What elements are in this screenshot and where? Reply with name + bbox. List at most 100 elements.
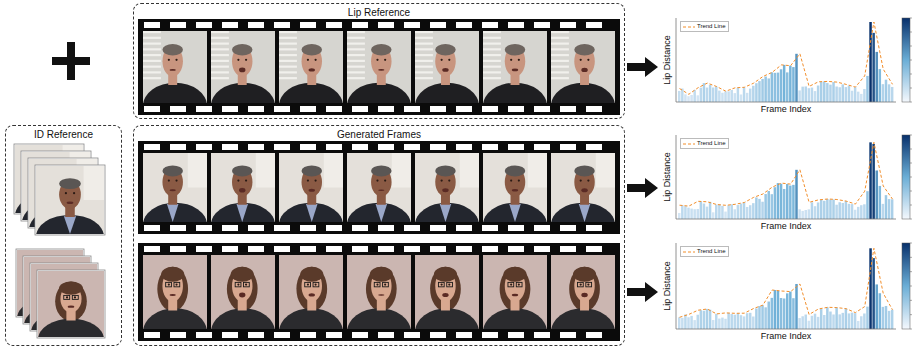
torso	[551, 203, 615, 222]
sprocket-hole	[144, 144, 160, 150]
bar	[724, 212, 726, 219]
box-heading: ID Reference	[6, 128, 121, 141]
window-blind	[211, 37, 229, 39]
bar	[709, 85, 711, 102]
eye	[245, 180, 247, 182]
bar	[882, 307, 884, 329]
group-box: Generated Frames	[133, 125, 625, 346]
sprocket-hole	[378, 225, 394, 231]
bar	[792, 298, 794, 329]
sprocket-hole	[196, 144, 212, 150]
bar	[857, 207, 859, 219]
hair	[371, 44, 391, 56]
mouth	[442, 188, 448, 192]
bar	[755, 197, 757, 219]
mouth	[309, 293, 315, 296]
sprocket-hole	[300, 144, 316, 150]
bar	[838, 87, 840, 102]
bar	[767, 191, 769, 219]
sprocket-hole	[274, 22, 290, 28]
bar	[885, 195, 887, 219]
sprocket-hole	[274, 144, 290, 150]
portrait	[483, 153, 547, 222]
sprocket-hole	[352, 225, 368, 231]
bar	[832, 82, 834, 102]
sprocket-hole	[300, 225, 316, 231]
window-blind	[483, 71, 501, 73]
mouth	[378, 190, 384, 191]
bar	[777, 291, 779, 329]
sprocket-hole	[534, 225, 550, 231]
torso	[415, 83, 479, 103]
bar	[771, 72, 773, 102]
sprocket-hole	[430, 332, 446, 338]
portrait	[143, 255, 207, 329]
colorbar-tick	[910, 149, 912, 150]
bar	[746, 313, 748, 329]
legend-sample	[683, 25, 695, 29]
bar	[798, 209, 800, 219]
hair	[435, 44, 455, 56]
axis-label: Lip Distance	[662, 35, 672, 85]
sprocket-hole	[534, 332, 550, 338]
sprocket-hole	[274, 106, 290, 112]
window-blind	[211, 54, 229, 56]
bar	[786, 293, 788, 329]
bar	[879, 186, 881, 219]
bar	[774, 187, 776, 219]
sprocket-hole	[274, 332, 290, 338]
portrait	[143, 153, 207, 222]
sprocket-hole	[404, 106, 420, 112]
torso	[415, 203, 479, 222]
window-blind	[211, 48, 229, 50]
eye	[384, 284, 386, 286]
legend-sample	[683, 142, 695, 146]
colorbar-tick	[910, 163, 912, 164]
torso	[279, 203, 343, 222]
window-blind	[483, 31, 501, 33]
bar	[758, 199, 760, 219]
hair	[371, 165, 391, 176]
bar	[848, 86, 850, 102]
colorbar-tick	[910, 286, 912, 287]
bar	[879, 293, 881, 329]
sprocket-hole	[534, 22, 550, 28]
sprocket-hole	[144, 106, 160, 112]
portrait	[551, 153, 615, 222]
bar	[814, 206, 816, 219]
window-blind	[279, 66, 297, 68]
torso	[279, 83, 343, 103]
bar	[709, 202, 711, 219]
sprocket-hole	[248, 225, 264, 231]
bar	[780, 298, 782, 329]
sprocket-hole	[456, 332, 472, 338]
glasses	[244, 282, 250, 286]
mouth	[378, 294, 384, 296]
torso	[551, 83, 615, 103]
eye	[376, 59, 378, 61]
bar	[835, 87, 837, 102]
box-heading: Lip Reference	[134, 6, 624, 19]
bar	[734, 209, 736, 219]
bar	[842, 203, 844, 219]
window-blind	[211, 71, 229, 73]
sprocket-hole	[170, 144, 186, 150]
bar-chart	[676, 243, 912, 329]
bar	[724, 319, 726, 329]
bar	[767, 78, 769, 102]
sprocket-hole	[352, 332, 368, 338]
bar	[863, 313, 865, 329]
bar	[700, 88, 702, 102]
portrait	[347, 153, 411, 222]
bar	[879, 69, 881, 102]
bar	[829, 200, 831, 219]
portrait	[415, 31, 479, 103]
sprocket-hole	[196, 106, 212, 112]
bar	[690, 316, 692, 329]
sprocket-hole	[560, 106, 576, 112]
torso	[211, 308, 275, 329]
bar	[706, 88, 708, 102]
bar	[866, 307, 868, 329]
axis-label: Frame Index	[676, 331, 896, 342]
